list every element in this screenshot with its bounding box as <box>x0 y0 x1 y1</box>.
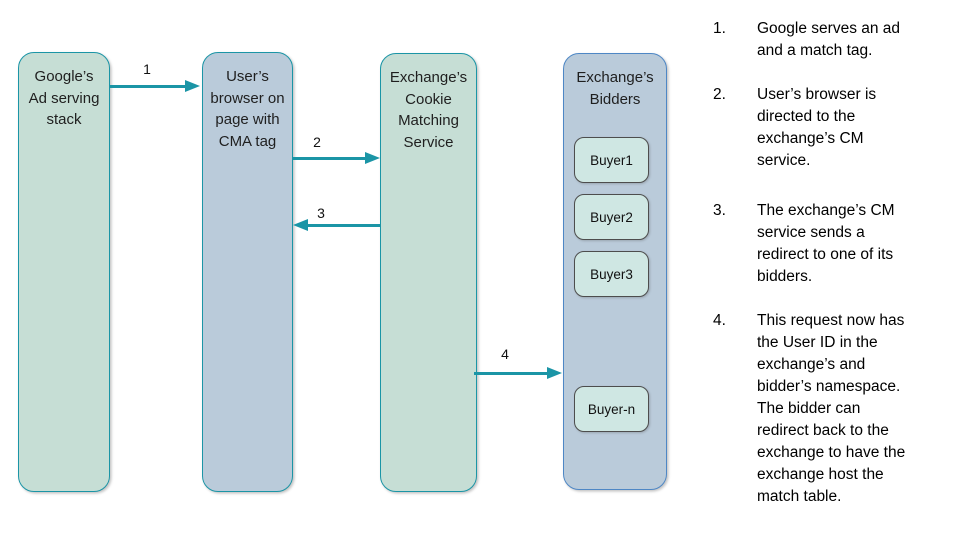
arrow-line <box>308 223 380 227</box>
step-item-3: 3. The exchange’s CM service sends a red… <box>713 200 950 288</box>
step-number: 2. <box>713 86 726 103</box>
step-item-1: 1. Google serves an ad and a match tag. <box>713 18 950 62</box>
node-exchange-bidders: Exchange’s Bidders Buyer1 Buyer2 Buyer3 … <box>563 53 667 490</box>
arrow-4 <box>474 367 562 379</box>
arrow-line <box>110 84 185 88</box>
arrow-3 <box>293 219 380 231</box>
arrow-1 <box>110 80 200 92</box>
node-label: Exchange’s Cookie Matching Service <box>389 69 468 151</box>
node-label: Google’s Ad serving stack <box>28 68 100 128</box>
arrow-head-icon <box>547 367 562 379</box>
buyer-box-3: Buyer3 <box>574 251 649 297</box>
node-label: Exchange’s Bidders <box>576 69 654 108</box>
arrow-line <box>474 371 547 375</box>
arrow-3-label: 3 <box>317 205 325 221</box>
arrow-head-icon <box>293 219 308 231</box>
step-item-2: 2. User’s browser is directed to the exc… <box>713 84 950 172</box>
step-text: The exchange’s CM service sends a redire… <box>757 202 895 285</box>
step-item-4: 4. This request now has the User ID in t… <box>713 310 950 508</box>
node-cookie-matching-service: Exchange’s Cookie Matching Service <box>380 53 477 492</box>
step-text: User’s browser is directed to the exchan… <box>757 86 877 169</box>
arrow-2-label: 2 <box>313 134 321 150</box>
node-label: User’s browser on page with CMA tag <box>210 68 285 150</box>
arrow-head-icon <box>365 152 380 164</box>
arrow-line <box>293 156 365 160</box>
step-number: 3. <box>713 202 726 219</box>
arrow-head-icon <box>185 80 200 92</box>
step-number: 1. <box>713 20 726 37</box>
buyer-box-n: Buyer-n <box>574 386 649 432</box>
node-google-ad-serving-stack: Google’s Ad serving stack <box>18 52 110 492</box>
arrow-1-label: 1 <box>143 61 151 77</box>
node-users-browser: User’s browser on page with CMA tag <box>202 52 293 492</box>
arrow-2 <box>293 152 380 164</box>
buyer-box-1: Buyer1 <box>574 137 649 183</box>
steps-list: 1. Google serves an ad and a match tag. … <box>713 18 950 530</box>
step-number: 4. <box>713 312 726 329</box>
buyer-box-2: Buyer2 <box>574 194 649 240</box>
arrow-4-label: 4 <box>501 346 509 362</box>
step-text: This request now has the User ID in the … <box>757 312 906 505</box>
step-text: Google serves an ad and a match tag. <box>757 20 901 59</box>
